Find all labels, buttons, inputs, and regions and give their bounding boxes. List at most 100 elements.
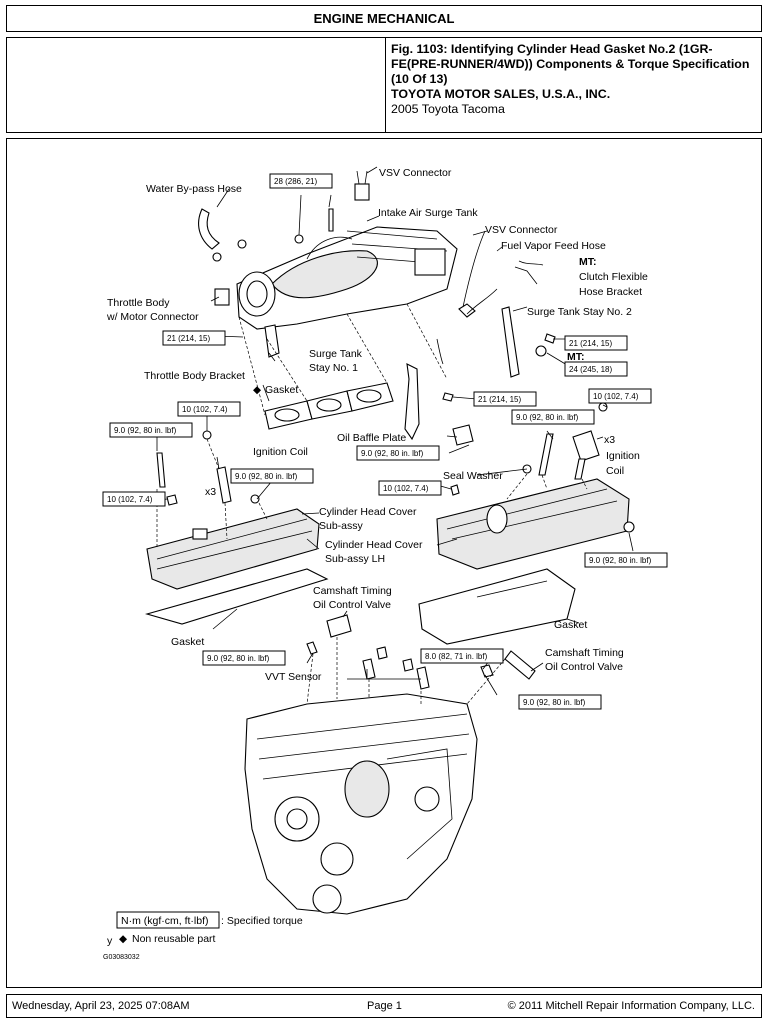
info-divider xyxy=(385,38,386,132)
vsv-connector-top xyxy=(354,183,370,201)
label-mt-2: MT: xyxy=(567,351,585,363)
torque-box-8: 9.0 (92, 80 in. lbf) xyxy=(109,422,193,438)
intake-gasket-drawing xyxy=(264,382,394,430)
torque-value: 10 (102, 7.4) xyxy=(383,484,429,493)
torque-value: 21 (214, 15) xyxy=(569,339,612,348)
company-name: TOYOTA MOTOR SALES, U.S.A., INC. xyxy=(391,87,611,101)
figure-info-box: Fig. 1103: Identifying Cylinder Head Gas… xyxy=(6,37,762,133)
torque-box-6: 10 (102, 7.4) xyxy=(177,401,241,417)
label-camshaft-ocv-right-1: Camshaft Timing xyxy=(545,647,624,659)
section-header: ENGINE MECHANICAL xyxy=(6,5,762,32)
cylinder-head-cover-left-drawing xyxy=(146,508,320,590)
label-intake-air-surge-tank: Intake Air Surge Tank xyxy=(378,207,478,219)
torque-box-7: 10 (102, 7.4) xyxy=(588,388,652,404)
nonreusable-diamond-icon: ◆ xyxy=(253,384,262,396)
torque-box-2: 21 (214, 15) xyxy=(162,330,226,346)
info-text: Fig. 1103: Identifying Cylinder Head Gas… xyxy=(391,42,757,117)
torque-box-17: 9.0 (92, 80 in. lbf) xyxy=(518,694,602,710)
torque-value: 10 (102, 7.4) xyxy=(107,495,153,504)
label-fuel-vapor-feed-hose: Fuel Vapor Feed Hose xyxy=(501,240,606,252)
torque-value: 9.0 (92, 80 in. lbf) xyxy=(114,426,177,435)
torque-value: 21 (214, 15) xyxy=(478,395,521,404)
label-camshaft-ocv-left-1: Camshaft Timing xyxy=(313,585,392,597)
engine-block-drawing xyxy=(244,693,478,915)
torque-box-13: 10 (102, 7.4) xyxy=(378,480,442,496)
figure-frame: VSV Connector Water By-pass Hose Intake … xyxy=(6,138,762,988)
water-bypass-hose xyxy=(198,208,220,250)
footer-page: Page 1 xyxy=(367,1000,402,1012)
label-surge-tank-2: Stay No. 1 xyxy=(309,362,358,374)
label-throttle-body-2: w/ Motor Connector xyxy=(106,311,199,323)
torque-box-14: 9.0 (92, 80 in. lbf) xyxy=(584,552,668,568)
label-seal-washer: Seal Washer xyxy=(443,470,503,482)
vvt-sensor-right xyxy=(416,666,430,690)
label-clutch-flexible: Clutch Flexible xyxy=(579,271,648,283)
label-gasket-left: Gasket xyxy=(171,636,204,648)
figure-code: G03083032 xyxy=(103,954,140,961)
torque-value: 9.0 (92, 80 in. lbf) xyxy=(523,698,586,707)
label-surge-tank-1: Surge Tank xyxy=(309,348,363,360)
torque-box-5: 21 (214, 15) xyxy=(473,391,537,407)
ignition-coil-right xyxy=(572,430,600,462)
torque-box-12: 10 (102, 7.4) xyxy=(102,491,166,507)
torque-value: 10 (102, 7.4) xyxy=(593,392,639,401)
camshaft-ocv-left xyxy=(326,614,352,638)
throttle-body-connector xyxy=(214,288,230,306)
legend-diamond-icon: ◆ xyxy=(119,933,128,945)
label-surge-tank-stay-2: Surge Tank Stay No. 2 xyxy=(527,306,632,318)
label-x3-left: x3 xyxy=(205,486,216,498)
legend-unit-box xyxy=(116,911,220,929)
torque-value: 21 (214, 15) xyxy=(167,334,210,343)
legend-marker-icon: y xyxy=(107,935,113,947)
torque-value: 9.0 (92, 80 in. lbf) xyxy=(207,654,270,663)
torque-box-4: 24 (245, 18) xyxy=(564,361,628,377)
label-cyl-head-cover-1: Cylinder Head Cover xyxy=(319,506,417,518)
label-gasket-right: Gasket xyxy=(554,619,587,631)
ignition-coil-left xyxy=(216,466,232,504)
section-title: ENGINE MECHANICAL xyxy=(313,11,455,26)
label-vsv-connector-2: VSV Connector xyxy=(485,224,558,236)
cylinder-head-cover-right-drawing xyxy=(436,478,635,570)
vehicle-name: 2005 Toyota Tacoma xyxy=(391,102,505,116)
surge-tank-stay-1 xyxy=(404,363,420,441)
label-cyl-head-cover-lh-2: Sub-assy LH xyxy=(325,553,385,565)
footer-date: Wednesday, April 23, 2025 07:08AM xyxy=(12,1000,190,1012)
label-cyl-head-cover-2: Sub-assy xyxy=(319,520,364,532)
legend: N·m (kgf·cm, ft·lbf) : Specified torque … xyxy=(103,911,303,961)
label-water-bypass-hose: Water By-pass Hose xyxy=(146,183,242,195)
page-footer: Wednesday, April 23, 2025 07:08AM Page 1… xyxy=(6,994,762,1018)
figure-title: Fig. 1103: Identifying Cylinder Head Gas… xyxy=(391,42,750,86)
torque-value: 28 (286, 21) xyxy=(274,177,317,186)
torque-value: 24 (245, 18) xyxy=(569,365,612,374)
legend-unit-label: N·m (kgf·cm, ft·lbf) xyxy=(121,915,209,927)
intake-surge-tank-drawing xyxy=(236,226,458,330)
label-hose-bracket: Hose Bracket xyxy=(579,286,642,298)
torque-box-1: 28 (286, 21) xyxy=(269,173,333,189)
torque-box-10: 9.0 (92, 80 in. lbf) xyxy=(356,445,440,461)
surge-tank-stay-2 xyxy=(501,306,520,378)
torque-box-15: 9.0 (92, 80 in. lbf) xyxy=(202,650,286,666)
label-camshaft-ocv-right-2: Oil Control Valve xyxy=(545,661,623,673)
label-throttle-body-bracket: Throttle Body Bracket xyxy=(144,370,245,382)
label-cyl-head-cover-lh-1: Cylinder Head Cover xyxy=(325,539,423,551)
label-ignition-right-1: Ignition xyxy=(606,450,640,462)
camshaft-ocv-right xyxy=(504,650,536,680)
vsv-connector-right xyxy=(458,303,476,318)
legend-unit-text: : Specified torque xyxy=(221,915,303,927)
label-camshaft-ocv-left-2: Oil Control Valve xyxy=(313,599,391,611)
oil-baffle-plate xyxy=(452,424,474,446)
legend-nonreuse-text: Non reusable part xyxy=(132,933,216,945)
torque-box-9: 9.0 (92, 80 in. lbf) xyxy=(511,409,595,425)
footer-copyright: © 2011 Mitchell Repair Information Compa… xyxy=(507,1000,755,1012)
torque-value: 9.0 (92, 80 in. lbf) xyxy=(235,472,298,481)
label-oil-baffle-plate: Oil Baffle Plate xyxy=(337,432,406,444)
label-x3-right: x3 xyxy=(604,434,615,446)
torque-box-3: 21 (214, 15) xyxy=(564,335,628,351)
torque-value: 10 (102, 7.4) xyxy=(182,405,228,414)
label-mt-1: MT: xyxy=(579,256,597,268)
label-ignition-coil-left: Ignition Coil xyxy=(253,446,308,458)
label-vvt-sensor: VVT Sensor xyxy=(265,671,322,683)
torque-value: 9.0 (92, 80 in. lbf) xyxy=(589,556,652,565)
label-gasket-top: Gasket xyxy=(265,384,298,396)
torque-box-11: 9.0 (92, 80 in. lbf) xyxy=(230,468,314,484)
